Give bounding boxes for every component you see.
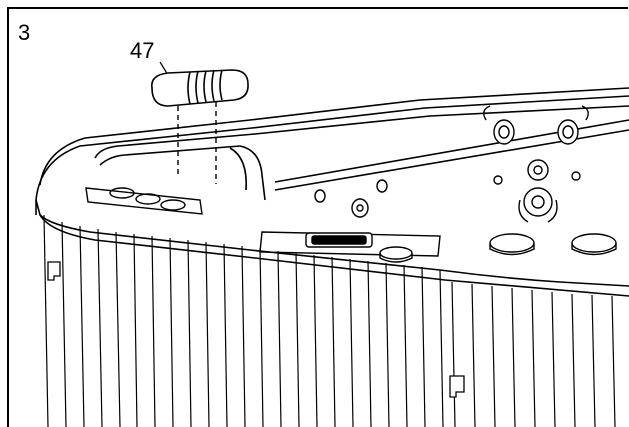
jet-icon: [314, 105, 589, 223]
rim-cap-icon: [489, 233, 617, 256]
pillow-icon: [151, 69, 249, 107]
callout-label-47: 47: [130, 38, 154, 63]
frame-border: [7, 7, 628, 427]
bracket-icon: [47, 261, 465, 398]
filter-cap-icon: [85, 187, 203, 215]
cabinet-panels: [43, 214, 616, 427]
step-number: 3: [18, 20, 30, 45]
control-panel-icon: [259, 231, 441, 263]
